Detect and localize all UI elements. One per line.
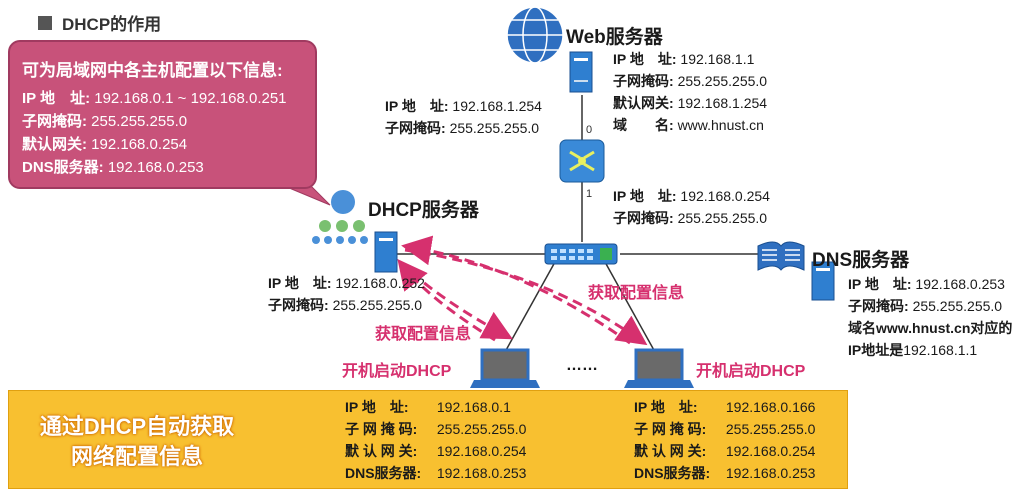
more-hosts-ellipsis: …… xyxy=(566,357,598,374)
callout-row: IP 地 址: 192.168.0.1 ~ 192.168.0.251 xyxy=(22,90,287,107)
router-if0-info: IP 地 址: 192.168.1.254 子网掩码: 255.255.255.… xyxy=(385,98,542,136)
dhcp-server-info: IP 地 址: 192.168.0.252 子网掩码: 255.255.255.… xyxy=(268,275,425,313)
dns-server-icon xyxy=(811,261,835,301)
callout-row: 默认网关: 192.168.0.254 xyxy=(22,136,188,153)
globe-icon xyxy=(506,6,564,64)
host-left-info: IP 地 址: 192.168.0.1 子 网 掩 码: 255.255.255… xyxy=(345,399,527,481)
web-server-label: Web服务器 xyxy=(566,27,663,48)
dns-book-icon xyxy=(757,241,805,271)
arrow-label-right: 获取配置信息 xyxy=(588,285,685,302)
dhcp-server-label: DHCP服务器 xyxy=(368,200,479,221)
dns-server-label: DNS服务器 xyxy=(812,250,910,271)
dhcp-people-icon xyxy=(312,190,368,244)
router-if1-info: IP 地 址: 192.168.0.254 子网掩码: 255.255.255.… xyxy=(613,188,770,226)
laptop-left-icon xyxy=(470,348,540,388)
bottom-band xyxy=(8,390,848,489)
dhcp-config-callout: 可为局域网中各主机配置以下信息: IP 地 址: 192.168.0.1 ~ 1… xyxy=(8,40,317,189)
arrow-label-left: 获取配置信息 xyxy=(375,326,472,343)
host-left-label: 开机启动DHCP xyxy=(342,363,452,380)
router-icon xyxy=(559,139,605,183)
slide-title: DHCP的作用 xyxy=(38,10,161,35)
router-port-0: 0 xyxy=(586,124,593,136)
dhcp-server-icon xyxy=(374,231,398,273)
callout-row: 子网掩码: 255.255.255.0 xyxy=(22,113,188,130)
dhcp-request-arrows xyxy=(397,235,648,346)
dns-server-info: IP 地 址: 192.168.0.253 子网掩码: 255.255.255.… xyxy=(848,276,1013,358)
host-right-label: 开机启动DHCP xyxy=(696,363,806,380)
host-right-info: IP 地 址: 192.168.0.166 子 网 掩 码: 255.255.2… xyxy=(634,399,816,481)
web-server-info: IP 地 址: 192.168.1.1 子网掩码: 255.255.255.0 … xyxy=(613,51,768,133)
laptop-right-icon xyxy=(624,348,694,388)
band-text: 通过DHCP自动获取 网络配置信息 xyxy=(39,414,235,469)
switch-icon xyxy=(544,243,618,265)
router-port-1: 1 xyxy=(586,188,593,200)
web-server-icon xyxy=(569,51,593,93)
callout-heading: 可为局域网中各主机配置以下信息: xyxy=(22,61,283,80)
callout-row: DNS服务器: 192.168.0.253 xyxy=(22,159,204,176)
title-square-icon xyxy=(38,15,52,30)
title-text: DHCP的作用 xyxy=(62,15,162,34)
